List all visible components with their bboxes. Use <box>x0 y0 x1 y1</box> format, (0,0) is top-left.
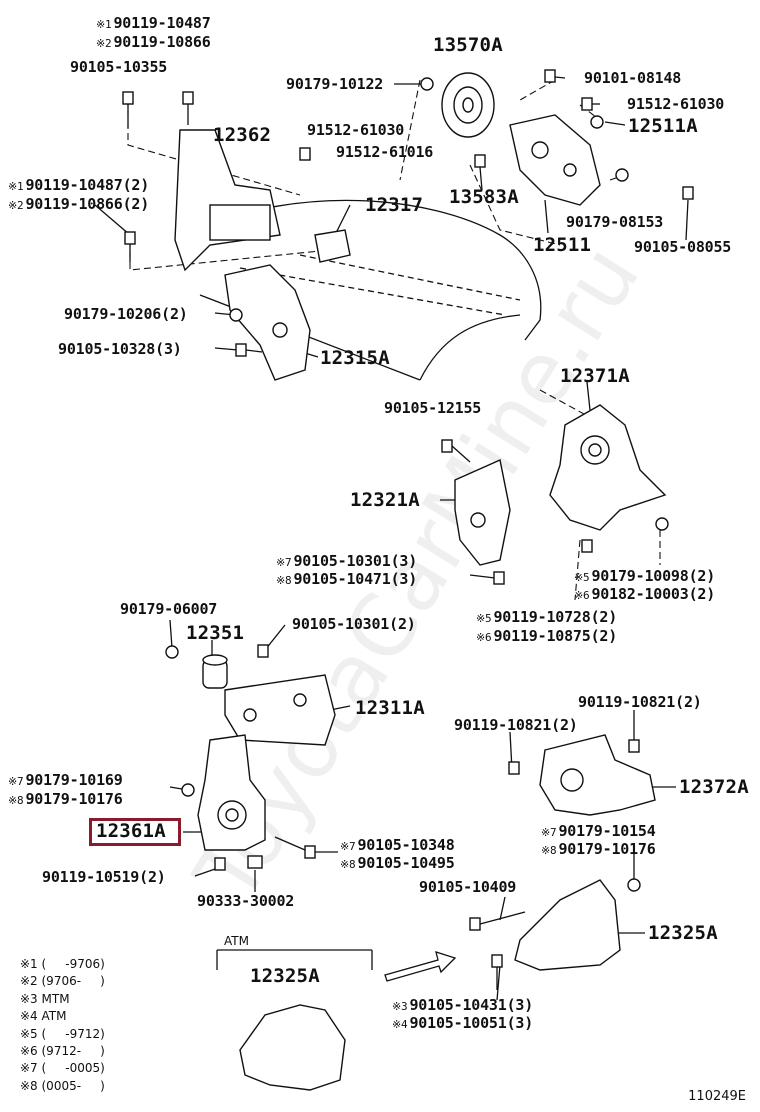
label-12511A: 12511A <box>628 115 698 137</box>
label-12371A: 12371A <box>560 365 630 387</box>
label-90179-06007: 90179-06007 <box>120 600 218 618</box>
label-12362: 12362 <box>213 124 272 146</box>
part-12511-bracket <box>509 114 601 206</box>
part-12361A-mount <box>197 734 266 851</box>
label-91512-61016: 91512-61016 <box>336 143 434 161</box>
label-12325A-atm: 12325A <box>250 965 320 987</box>
part-12325A-atm-bracket <box>239 1004 346 1091</box>
legend: ※1 ( -9706) ※2 (9706- ) ※3 MTM ※4 ATM ※5… <box>20 956 105 1095</box>
label-90119-10821-right: 90119-10821(2) <box>578 693 702 711</box>
label-12351: 12351 <box>186 622 245 644</box>
label-90333-30002: 90333-30002 <box>197 892 295 910</box>
legend-item: ※1 ( -9706) <box>20 957 105 971</box>
label-12361A[interactable]: 12361A <box>96 820 166 842</box>
legend-item: ※6 (9712- ) <box>20 1044 105 1059</box>
atm-label: ATM <box>224 934 249 948</box>
label-90105-10301-2: 90105-10301(2) <box>292 615 416 633</box>
arrow-atm-to-mtm <box>384 951 457 982</box>
highlight-box <box>89 818 181 846</box>
legend-item: ※3 MTM <box>20 991 70 1006</box>
label-91512-61030-right: 91512-61030 <box>627 95 725 113</box>
label-12325A: 12325A <box>648 922 718 944</box>
legend-item: ※8 (0005- ) <box>20 1078 105 1093</box>
part-12351-bushing <box>202 654 228 689</box>
label-12315A: 12315A <box>320 347 390 369</box>
fasteners <box>122 69 694 990</box>
part-12311A-bracket <box>224 674 336 746</box>
label-13570A: 13570A <box>433 34 503 56</box>
label-90105-08055: 90105-08055 <box>634 238 732 256</box>
diagram-code: 110249E <box>688 1089 746 1104</box>
part-12321A-bracket <box>454 459 511 566</box>
label-12511: 12511 <box>533 234 592 256</box>
part-12371A-mount <box>549 404 667 531</box>
label-90105-10355: 90105-10355 <box>70 58 168 76</box>
label-12311A: 12311A <box>355 697 425 719</box>
part-12325A-bracket <box>514 879 621 971</box>
label-12321A: 12321A <box>350 489 420 511</box>
label-12317: 12317 <box>365 194 424 216</box>
label-12372A: 12372A <box>679 776 749 798</box>
label-90179-10122: 90179-10122 <box>286 75 384 93</box>
legend-item: ※2 (9706- ) <box>20 974 105 989</box>
part-12362-bracket <box>174 129 281 272</box>
label-90119-10519: 90119-10519(2) <box>42 868 166 886</box>
legend-item: ※4 ATM <box>20 1009 67 1024</box>
label-13583A: 13583A <box>449 186 519 208</box>
label-90105-12155: 90105-12155 <box>384 399 482 417</box>
label-90119-10821-left: 90119-10821(2) <box>454 716 578 734</box>
part-12317-clip <box>314 229 351 263</box>
label-90179-10206: 90179-10206(2) <box>64 305 188 323</box>
label-91512-61030-left: 91512-61030 <box>307 121 405 139</box>
legend-item: ※7 ( -0005) <box>20 1061 105 1076</box>
label-90179-08153: 90179-08153 <box>566 213 664 231</box>
label-90105-10409: 90105-10409 <box>419 878 517 896</box>
label-90101-08148: 90101-08148 <box>584 69 682 87</box>
part-13570A-pulley <box>441 72 495 138</box>
label-90105-10328: 90105-10328(3) <box>58 340 182 358</box>
part-12372A-mount <box>539 734 656 816</box>
part-12315A-bracket <box>224 264 311 381</box>
legend-item: ※5 ( -9712) <box>20 1026 105 1041</box>
